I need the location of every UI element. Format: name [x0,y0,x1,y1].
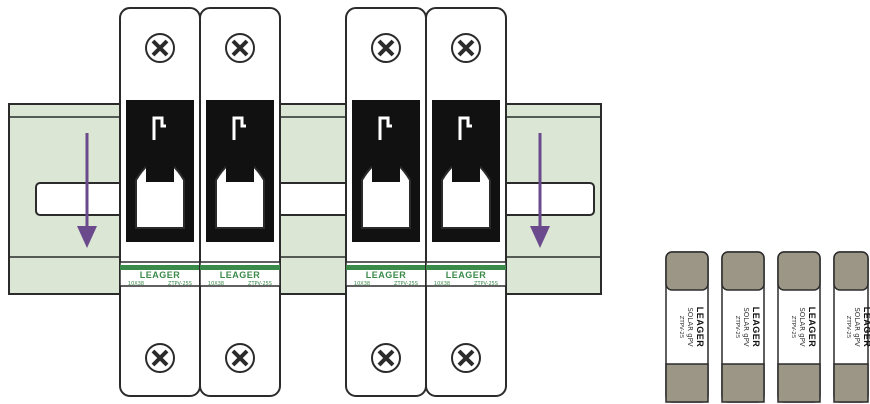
fuse-holder: LEAGER 10X38 ZTPV-25S [345,7,427,397]
arrow-down-icon [77,133,97,248]
fuse-cartridge: LEAGER SOLAR gPV ZTPV-25 [665,251,709,403]
fuse-cartridge: LEAGER SOLAR gPV ZTPV-25 [777,251,821,403]
fuse-brand: LEAGER [751,307,761,348]
fuse-holder: LEAGER 10X38 ZTPV-25S [425,7,507,397]
fuse-model: ZTPV-25 [790,316,796,339]
fuse-cartridge: LEAGER SOLAR gPV ZTPV-25 [721,251,765,403]
holder-model: ZTPV-25S [474,281,498,287]
fuse-brand: LEAGER [695,307,705,348]
holder-brand: LEAGER [220,270,261,280]
fuse-model: ZTPV-25 [678,316,684,339]
holder-code: 10X38 [128,281,144,287]
holder-model: ZTPV-25S [394,281,418,287]
fuse-model: ZTPV-25 [845,316,851,339]
fuse-type: SOLAR gPV [798,307,806,347]
holder-brand: LEAGER [366,270,407,280]
holder-brand: LEAGER [446,270,487,280]
fuse-type: SOLAR gPV [853,307,861,347]
fuse-holder: LEAGER 10X38 ZTPV-25S [199,7,281,397]
fuse-holder: LEAGER 10X38 ZTPV-25S [119,7,201,397]
din-rail [8,103,602,295]
holder-model: ZTPV-25S [248,281,272,287]
fuse-brand: LEAGER [862,307,870,348]
holder-code: 10X38 [208,281,224,287]
arrow-down-icon [530,133,550,248]
holder-model: ZTPV-25S [168,281,192,287]
fuse-type: SOLAR gPV [742,307,750,347]
holder-brand: LEAGER [140,270,181,280]
fuse-cartridge: LEAGER SOLAR gPV ZTPV-25 [833,251,870,403]
fuse-brand: LEAGER [807,307,817,348]
fuse-model: ZTPV-25 [734,316,740,339]
fuse-type: SOLAR gPV [686,307,694,347]
holder-code: 10X38 [434,281,450,287]
holder-code: 10X38 [354,281,370,287]
